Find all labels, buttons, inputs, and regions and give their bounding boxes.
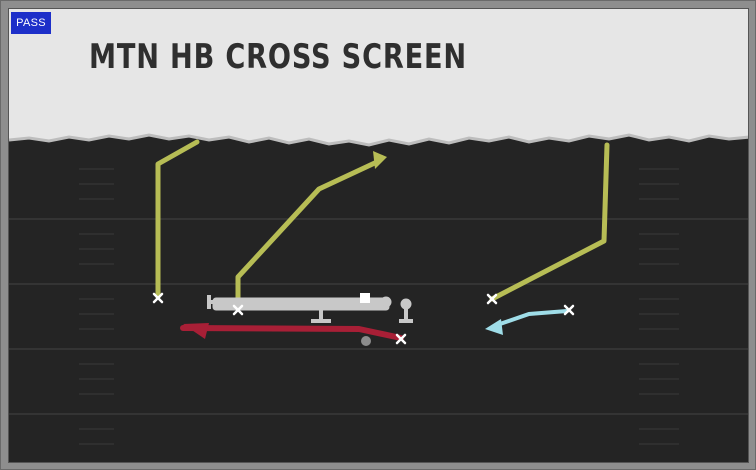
yard-lines	[9, 218, 748, 415]
arrowhead-icon	[373, 151, 387, 169]
receiver-routes	[155, 139, 610, 312]
hash-marks	[79, 168, 679, 445]
paper-header	[9, 9, 748, 145]
pass-badge: PASS	[11, 12, 51, 34]
route-inside-receiver	[235, 158, 382, 312]
hb-route-head	[183, 323, 209, 339]
offensive-line	[207, 295, 413, 323]
field-turf	[9, 129, 748, 462]
center-marker	[360, 293, 370, 303]
halfback-route	[180, 325, 404, 341]
motion-route	[495, 309, 569, 327]
route-right-wr	[489, 142, 610, 302]
football-field	[9, 9, 748, 462]
paper-shadow	[9, 133, 748, 147]
quarterback-marker	[361, 336, 371, 346]
play-title: MTN HB CROSS SCREEN	[89, 37, 467, 77]
x-marker-icon	[152, 292, 575, 345]
motion-arrowhead-icon	[485, 319, 503, 335]
play-diagram: PASS MTN HB CROSS SCREEN	[8, 8, 749, 463]
route-left-wr	[155, 139, 200, 300]
